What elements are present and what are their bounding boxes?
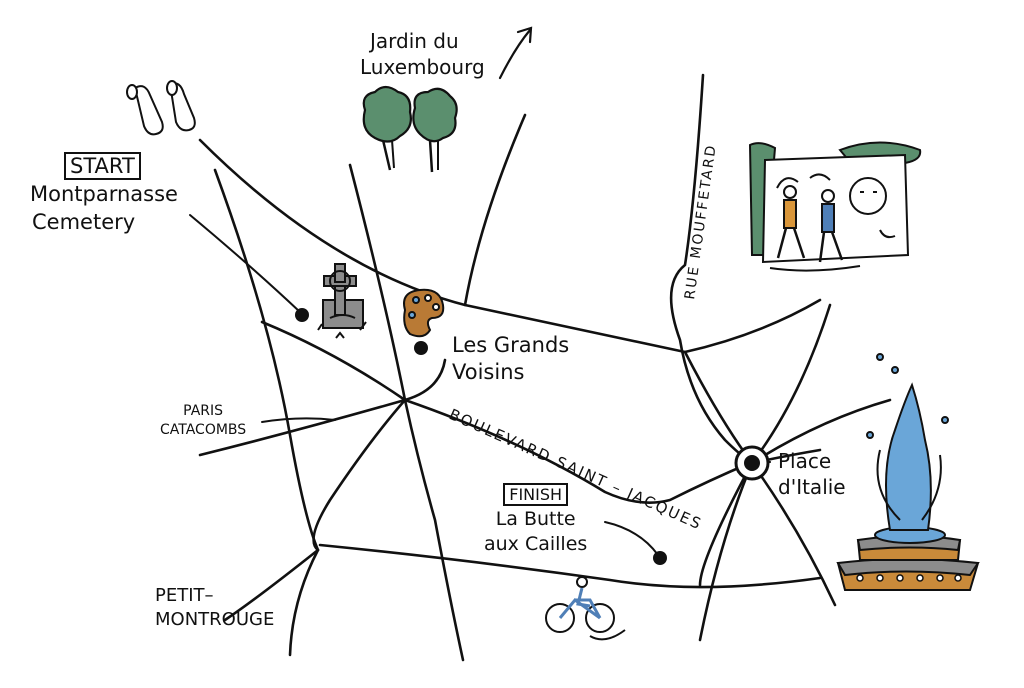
start-badge: START (64, 152, 141, 180)
grands-voisins-dot[interactable] (414, 341, 428, 355)
place-italie-label: Place d'Italie (778, 448, 846, 500)
street-lower-middle (312, 398, 407, 552)
celtic-cross-icon (317, 263, 367, 339)
grands-line1: Les Grands (452, 333, 570, 357)
finish-label: FINISH La Butte aux Cailles (484, 482, 587, 557)
arrow-icon (498, 26, 533, 80)
grands-line2: Voisins (452, 360, 525, 384)
place-line2: d'Italie (778, 475, 846, 499)
street-italie-ne (750, 303, 832, 465)
start-label: START Montparnasse Cemetery (30, 152, 178, 236)
street-bottom-left (223, 548, 320, 622)
street-italie-nw (683, 350, 754, 465)
fountain-icon (836, 353, 980, 591)
street-italie-s (698, 461, 754, 642)
jardin-line1: Jardin du (370, 29, 459, 53)
street-cemetery (260, 320, 407, 402)
jardin-label: Jardin du Luxembourg (360, 28, 485, 80)
street-left-vertical (213, 168, 320, 657)
street-middle-vertical (348, 163, 465, 662)
pointer-finish (604, 521, 659, 556)
street-lower (318, 543, 822, 589)
street-lower-left (198, 358, 447, 457)
petit-line1: PETIT– (155, 585, 214, 606)
start-line2: Cemetery (32, 210, 136, 234)
pointer-catacombs (261, 417, 336, 423)
street-art-icon (748, 141, 922, 272)
street-italie-sw (698, 461, 754, 587)
street-upper (198, 138, 822, 354)
butte-line2: aux Cailles (484, 533, 588, 555)
butte-line1: La Butte (495, 508, 576, 530)
bicycle-icon (545, 576, 626, 641)
catacombs-line2: CATACOMBS (160, 422, 247, 438)
street-italie-e (750, 398, 892, 465)
street-italie-se (750, 461, 837, 607)
street-upper-curve (463, 113, 527, 307)
place-line1: Place (778, 449, 832, 473)
rue-mouffetard-label: RUE MOUFFETARD (682, 143, 720, 301)
footsteps-icon (126, 80, 196, 136)
jardin-line2: Luxembourg (360, 55, 485, 79)
street-mouffetard (669, 73, 754, 465)
catacombs-line1: PARIS (183, 403, 224, 419)
petit-line2: MONTROUGE (155, 609, 275, 630)
pointer-start (189, 214, 301, 313)
grands-voisins-label: Les Grands Voisins (452, 332, 569, 386)
finish-dot[interactable] (653, 551, 667, 565)
finish-badge: FINISH (503, 483, 569, 506)
palette-icon (403, 288, 445, 338)
start-dot[interactable] (295, 308, 309, 322)
tree-icon (362, 85, 458, 173)
catacombs-label: PARIS CATACOMBS (160, 402, 246, 440)
street-boulevard (403, 398, 752, 504)
place-italie-roundabout[interactable] (734, 445, 770, 481)
start-line1: Montparnasse (30, 182, 178, 206)
petit-montrouge-label: PETIT– MONTROUGE (155, 584, 274, 632)
